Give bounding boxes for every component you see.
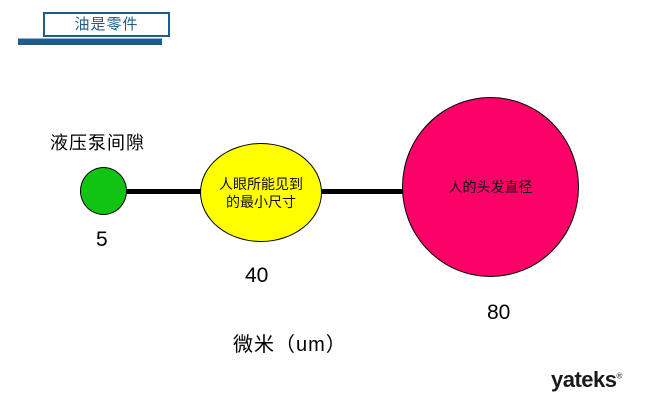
bubble-human-eye-limit: 人眼所能见到 的最小尺寸 bbox=[200, 143, 322, 242]
connector-line-eye-to-hair bbox=[316, 189, 408, 194]
brand-logo: yateks® bbox=[551, 367, 622, 393]
title-banner: 油是零件 bbox=[18, 12, 170, 45]
title-underline-bar bbox=[18, 38, 162, 45]
value-label-hair: 80 bbox=[487, 301, 511, 324]
bubble-pump-clearance bbox=[80, 167, 127, 215]
value-label-eye: 40 bbox=[245, 264, 269, 287]
axis-unit-label: 微米（um） bbox=[233, 334, 347, 356]
bubble-label-eye: 人眼所能见到 的最小尺寸 bbox=[207, 175, 315, 211]
connector-line-pump-to-eye bbox=[122, 189, 206, 194]
bubble-label-eye-line2: 的最小尺寸 bbox=[226, 193, 296, 210]
registered-trademark-icon: ® bbox=[616, 371, 623, 381]
bubble-label-eye-line1: 人眼所能见到 bbox=[219, 175, 303, 192]
page-title: 油是零件 bbox=[74, 16, 139, 33]
value-label-pump: 5 bbox=[96, 228, 108, 251]
brand-logo-text: yateks bbox=[551, 367, 617, 392]
bubble-label-hair: 人的头发直径 bbox=[448, 179, 533, 195]
bubble-human-hair-diameter: 人的头发直径 bbox=[402, 97, 579, 277]
title-box: 油是零件 bbox=[43, 12, 170, 37]
bubble-label-pump: 液压泵间隙 bbox=[50, 133, 145, 153]
